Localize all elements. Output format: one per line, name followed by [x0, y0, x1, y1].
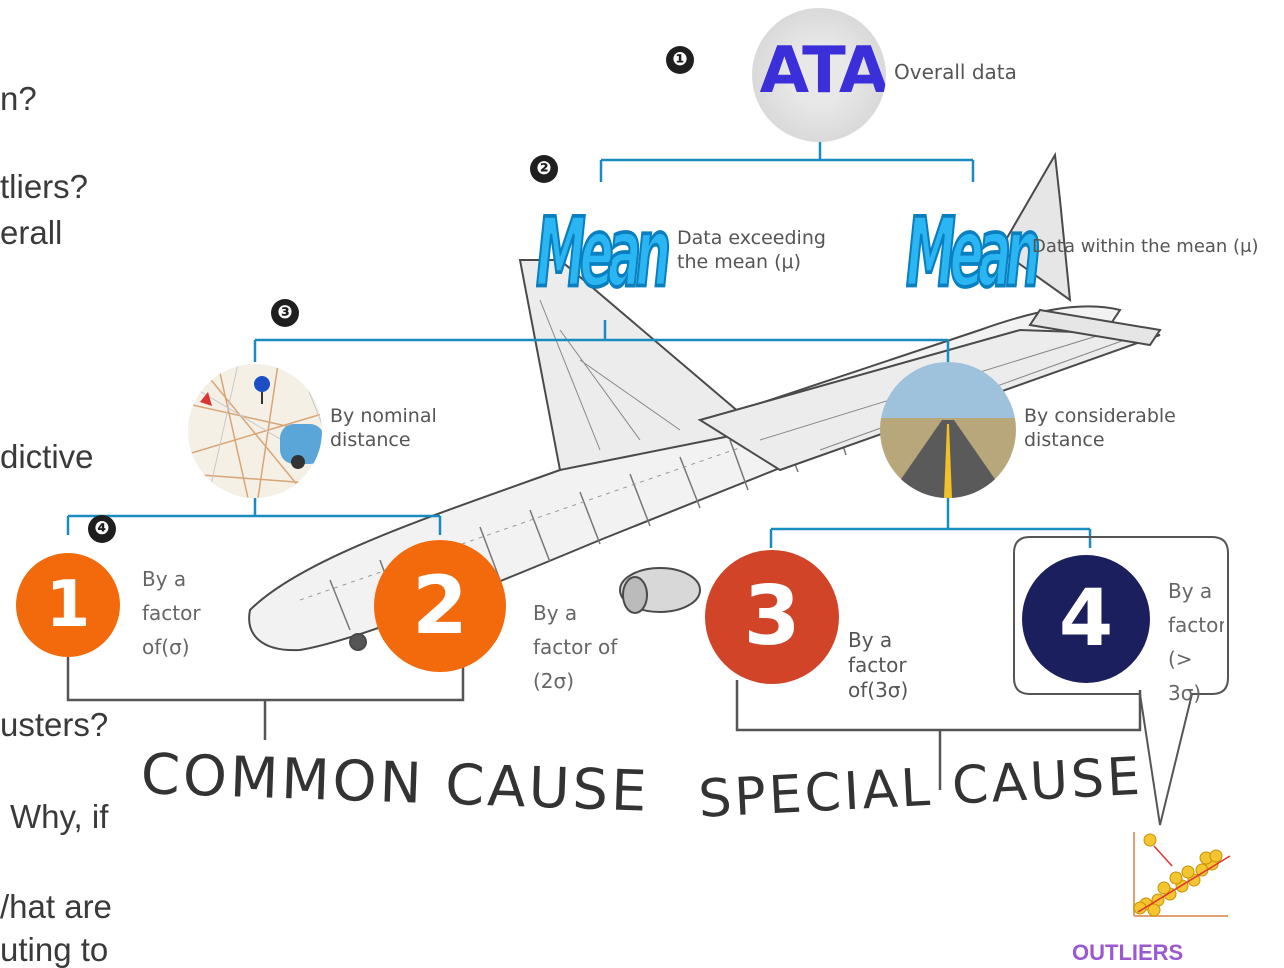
road-icon — [880, 362, 1016, 498]
left-text-7: /hat are — [0, 888, 112, 925]
data-within-label: Data within the mean (μ) — [1032, 236, 1259, 257]
mean-text: Mean — [536, 196, 670, 306]
step-1-marker: ❶ — [666, 46, 694, 74]
step-4-marker: ❹ — [88, 515, 116, 543]
data-exceeding-label: Data exceeding the mean (μ) — [677, 227, 826, 273]
nominal-distance-label: By nominal distance — [330, 405, 437, 451]
left-text-3: erall — [0, 214, 63, 251]
left-text-5: usters? — [0, 706, 109, 743]
map-pin-icon — [188, 364, 322, 498]
data-icon: ATA — [752, 8, 886, 142]
left-text-1: n? — [0, 80, 37, 117]
overall-data-label: Overall data — [894, 60, 1017, 84]
outliers-label: OUTLIERS — [1072, 940, 1184, 965]
factor-2-label: By a factor of (2σ) — [533, 601, 618, 693]
step-3-marker: ❸ — [271, 299, 299, 327]
cause-brackets — [66, 536, 1229, 826]
factor-3-circle: 3 — [705, 550, 839, 684]
factor-2-circle: 2 — [374, 540, 506, 672]
factor-1-label: By a factor of(σ) — [142, 567, 201, 659]
mean-icon-right: Mean — [906, 196, 1040, 306]
mean-icon-left: Mean — [536, 196, 670, 306]
factor-3-label: By a factor of(3σ) — [848, 628, 909, 702]
factor-1-circle: 1 — [16, 553, 120, 657]
outliers-scatter-icon — [1133, 832, 1231, 917]
considerable-distance-label: By considerable distance — [1024, 405, 1176, 451]
step-2-marker: ❷ — [530, 155, 558, 183]
left-text-2: tliers? — [0, 168, 89, 205]
left-text-8: uting to — [0, 931, 109, 968]
connector-lines — [66, 140, 1092, 548]
left-text-4: dictive — [0, 438, 94, 475]
left-text-6: Why, if — [10, 798, 109, 835]
factor-4-circle: 4 — [1022, 555, 1150, 683]
mean-text: Mean — [906, 196, 1040, 306]
factor-4-label: By a factor (> 3σ) — [1168, 579, 1224, 705]
data-icon-text: ATA — [759, 34, 886, 108]
